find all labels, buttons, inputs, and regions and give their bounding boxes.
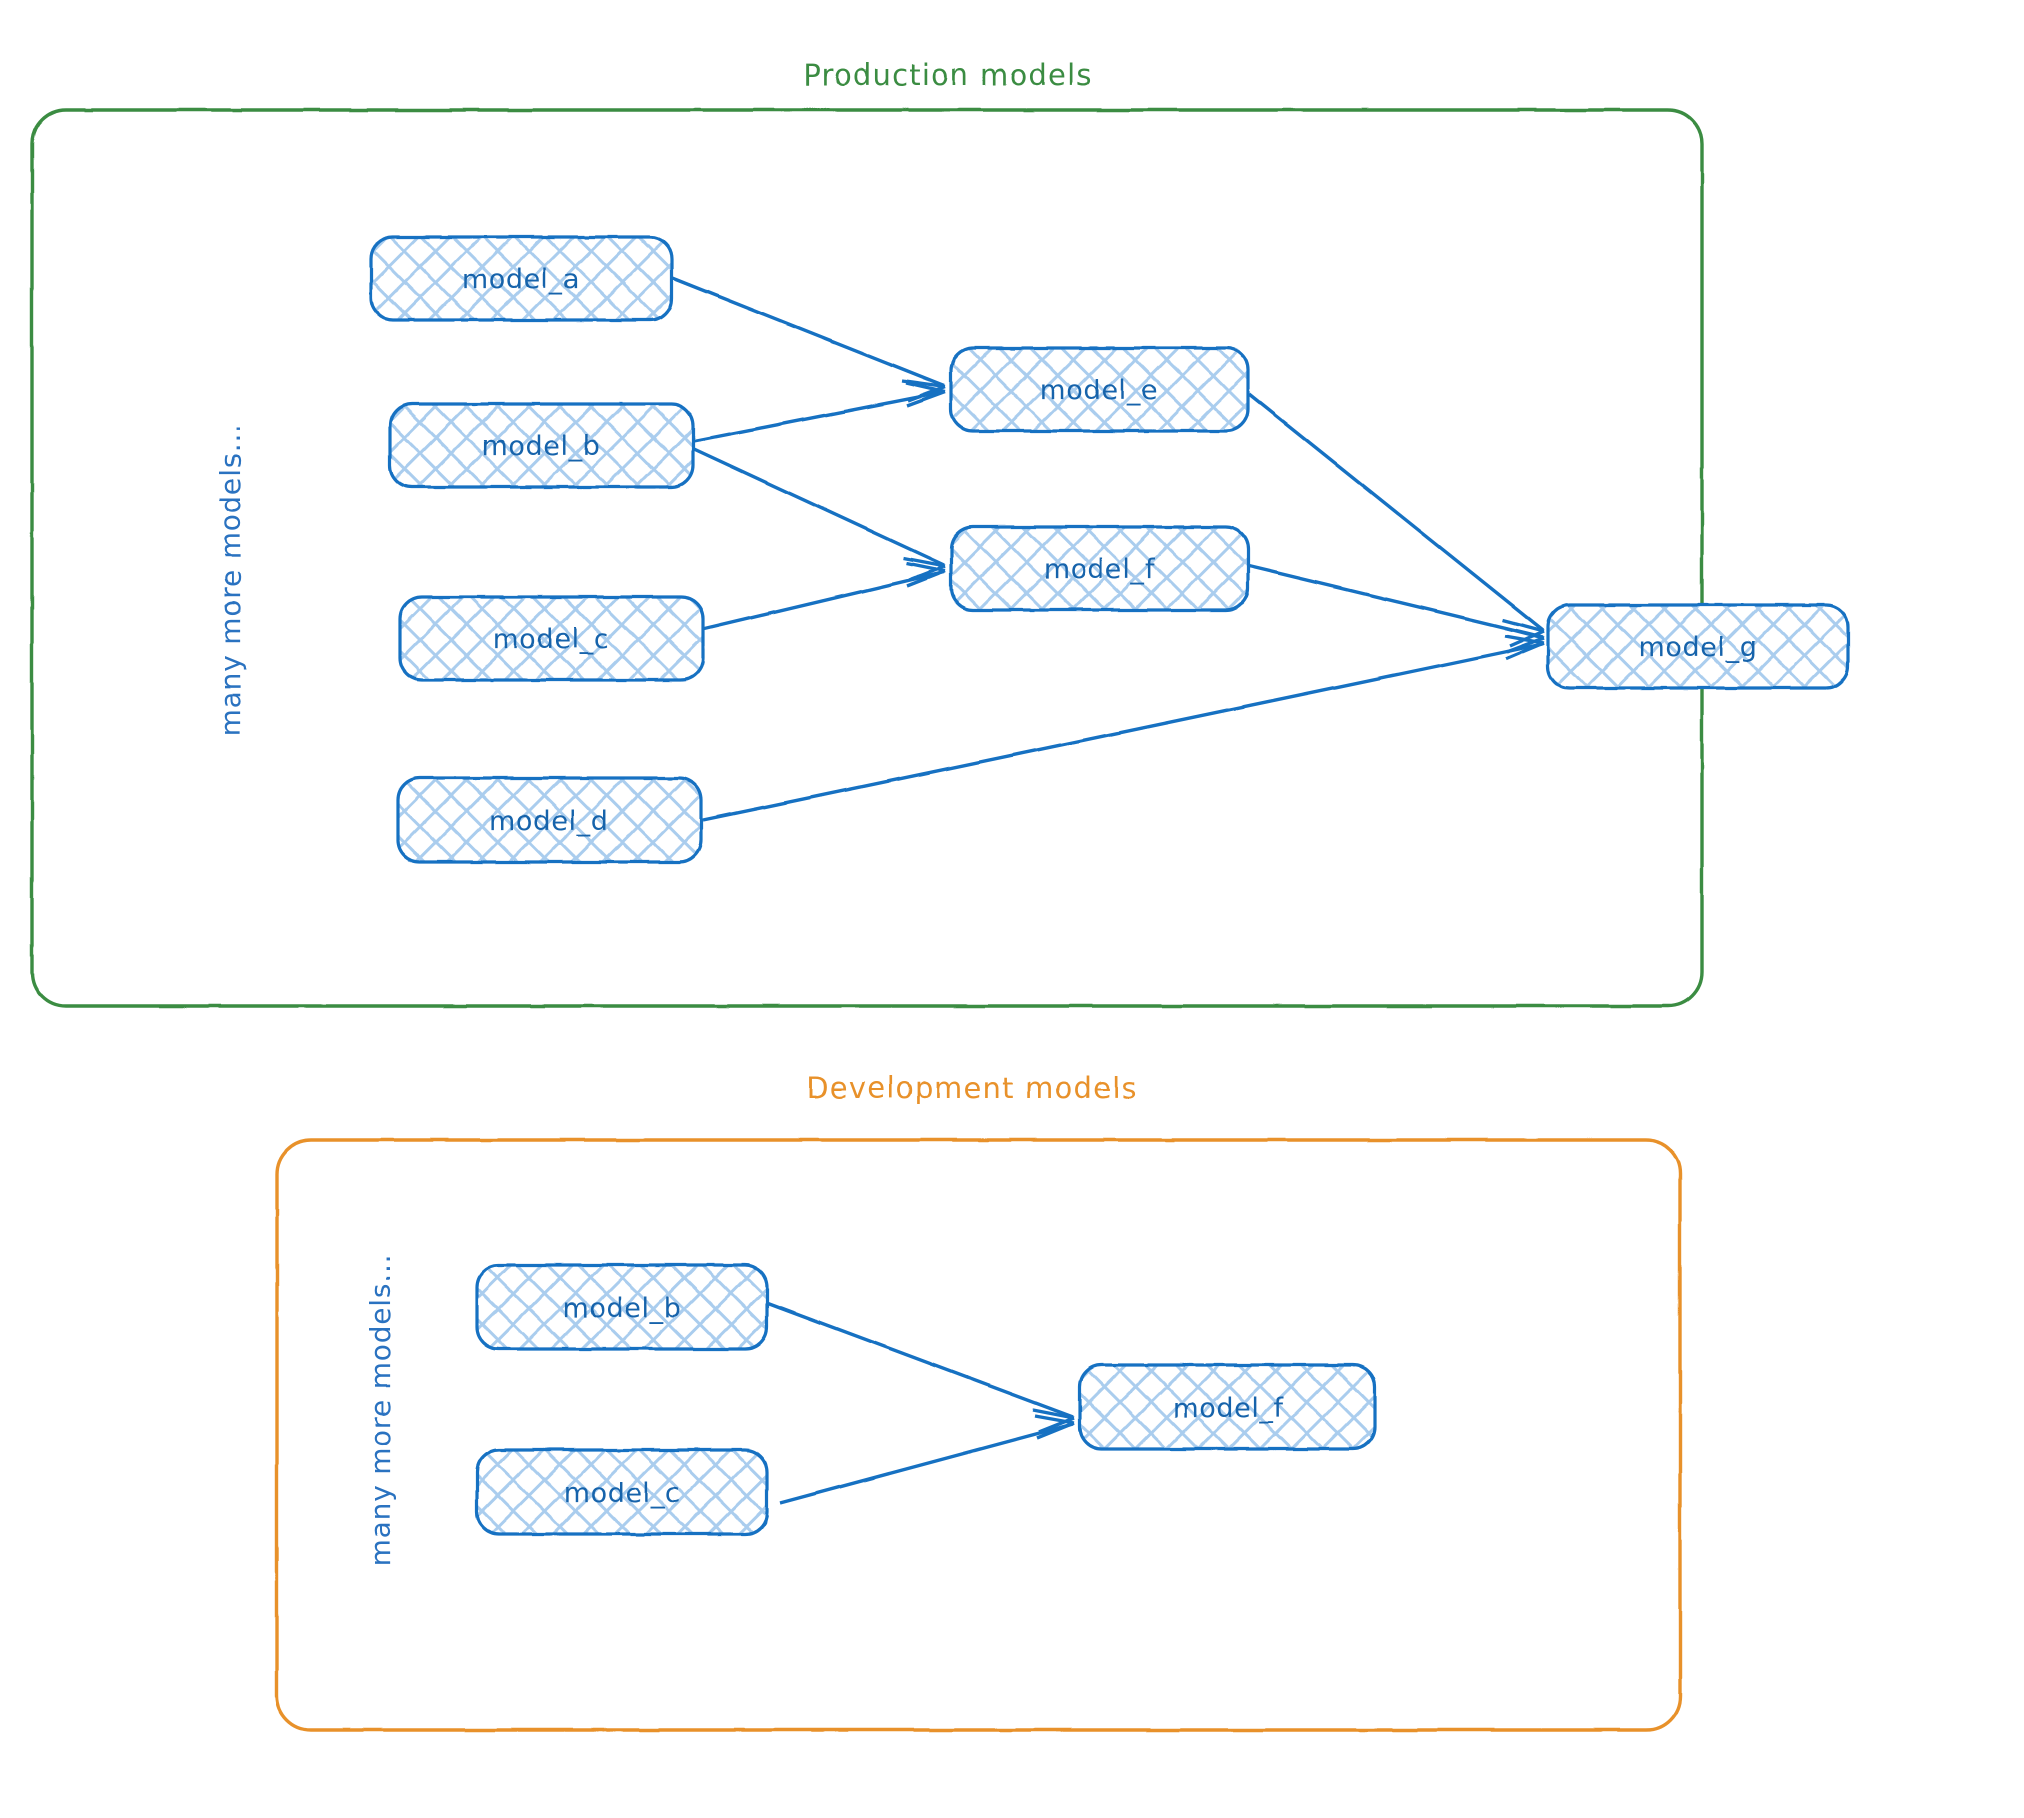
- group-development: Development models many more models... m…: [275, 1071, 1682, 1732]
- node-prod-model-b[interactable]: model_b: [388, 402, 695, 489]
- node-box[interactable]: [475, 1448, 769, 1536]
- node-box[interactable]: [949, 346, 1250, 433]
- node-label: model_f: [1172, 1393, 1284, 1424]
- node-label: model_g: [1639, 632, 1758, 663]
- edge-model-c-to-model-f: [703, 561, 946, 631]
- node-box[interactable]: [949, 525, 1250, 612]
- node-label: model_f: [1043, 554, 1155, 585]
- node-label: model_a: [462, 264, 580, 295]
- edge-model-d-to-model-g: [702, 634, 1545, 822]
- node-label: model_c: [564, 1478, 681, 1509]
- node-box[interactable]: [475, 1263, 769, 1351]
- development-group-title: Development models: [806, 1071, 1137, 1105]
- development-edges: [767, 1301, 1075, 1505]
- node-prod-model-a[interactable]: model_a: [369, 235, 674, 322]
- node-label: model_b: [482, 431, 601, 462]
- node-box[interactable]: [388, 402, 695, 489]
- edge-model-b-to-model-f: [693, 447, 946, 582]
- node-box[interactable]: [398, 595, 705, 682]
- node-dev-model-f[interactable]: model_f: [1078, 1363, 1377, 1451]
- node-label: model_d: [490, 806, 609, 837]
- production-many-more-models-label: many more models...: [214, 424, 247, 737]
- node-box[interactable]: [1546, 603, 1850, 690]
- node-label: model_b: [563, 1293, 682, 1324]
- development-group-frame: [275, 1138, 1682, 1732]
- development-many-more-models-label: many more models...: [364, 1254, 397, 1567]
- production-group-frame: [30, 108, 1704, 1008]
- production-edges: [671, 276, 1545, 822]
- node-box[interactable]: [1078, 1363, 1377, 1451]
- group-production: Production models many more models...: [30, 58, 1850, 1008]
- edge-dev-model-b-to-model-f: [767, 1301, 1075, 1434]
- node-label: model_e: [1040, 375, 1158, 406]
- edge-model-a-to-model-e: [671, 276, 946, 403]
- edge-model-e-to-model-g: [1247, 392, 1545, 648]
- node-dev-model-c[interactable]: model_c: [475, 1448, 769, 1536]
- edge-model-f-to-model-g: [1248, 564, 1545, 654]
- node-prod-model-f[interactable]: model_f: [949, 525, 1250, 612]
- edge-dev-model-c-to-model-f: [779, 1414, 1075, 1505]
- production-group-title: Production models: [803, 58, 1092, 92]
- node-prod-model-e[interactable]: model_e: [949, 346, 1250, 433]
- node-prod-model-c[interactable]: model_c: [398, 595, 705, 682]
- node-prod-model-d[interactable]: model_d: [396, 776, 703, 864]
- node-label: model_c: [493, 624, 610, 655]
- node-box[interactable]: [369, 235, 674, 322]
- node-dev-model-b[interactable]: model_b: [475, 1263, 769, 1351]
- edge-model-b-to-model-e: [693, 381, 946, 443]
- node-box[interactable]: [396, 776, 703, 864]
- node-prod-model-g[interactable]: model_g: [1546, 603, 1850, 690]
